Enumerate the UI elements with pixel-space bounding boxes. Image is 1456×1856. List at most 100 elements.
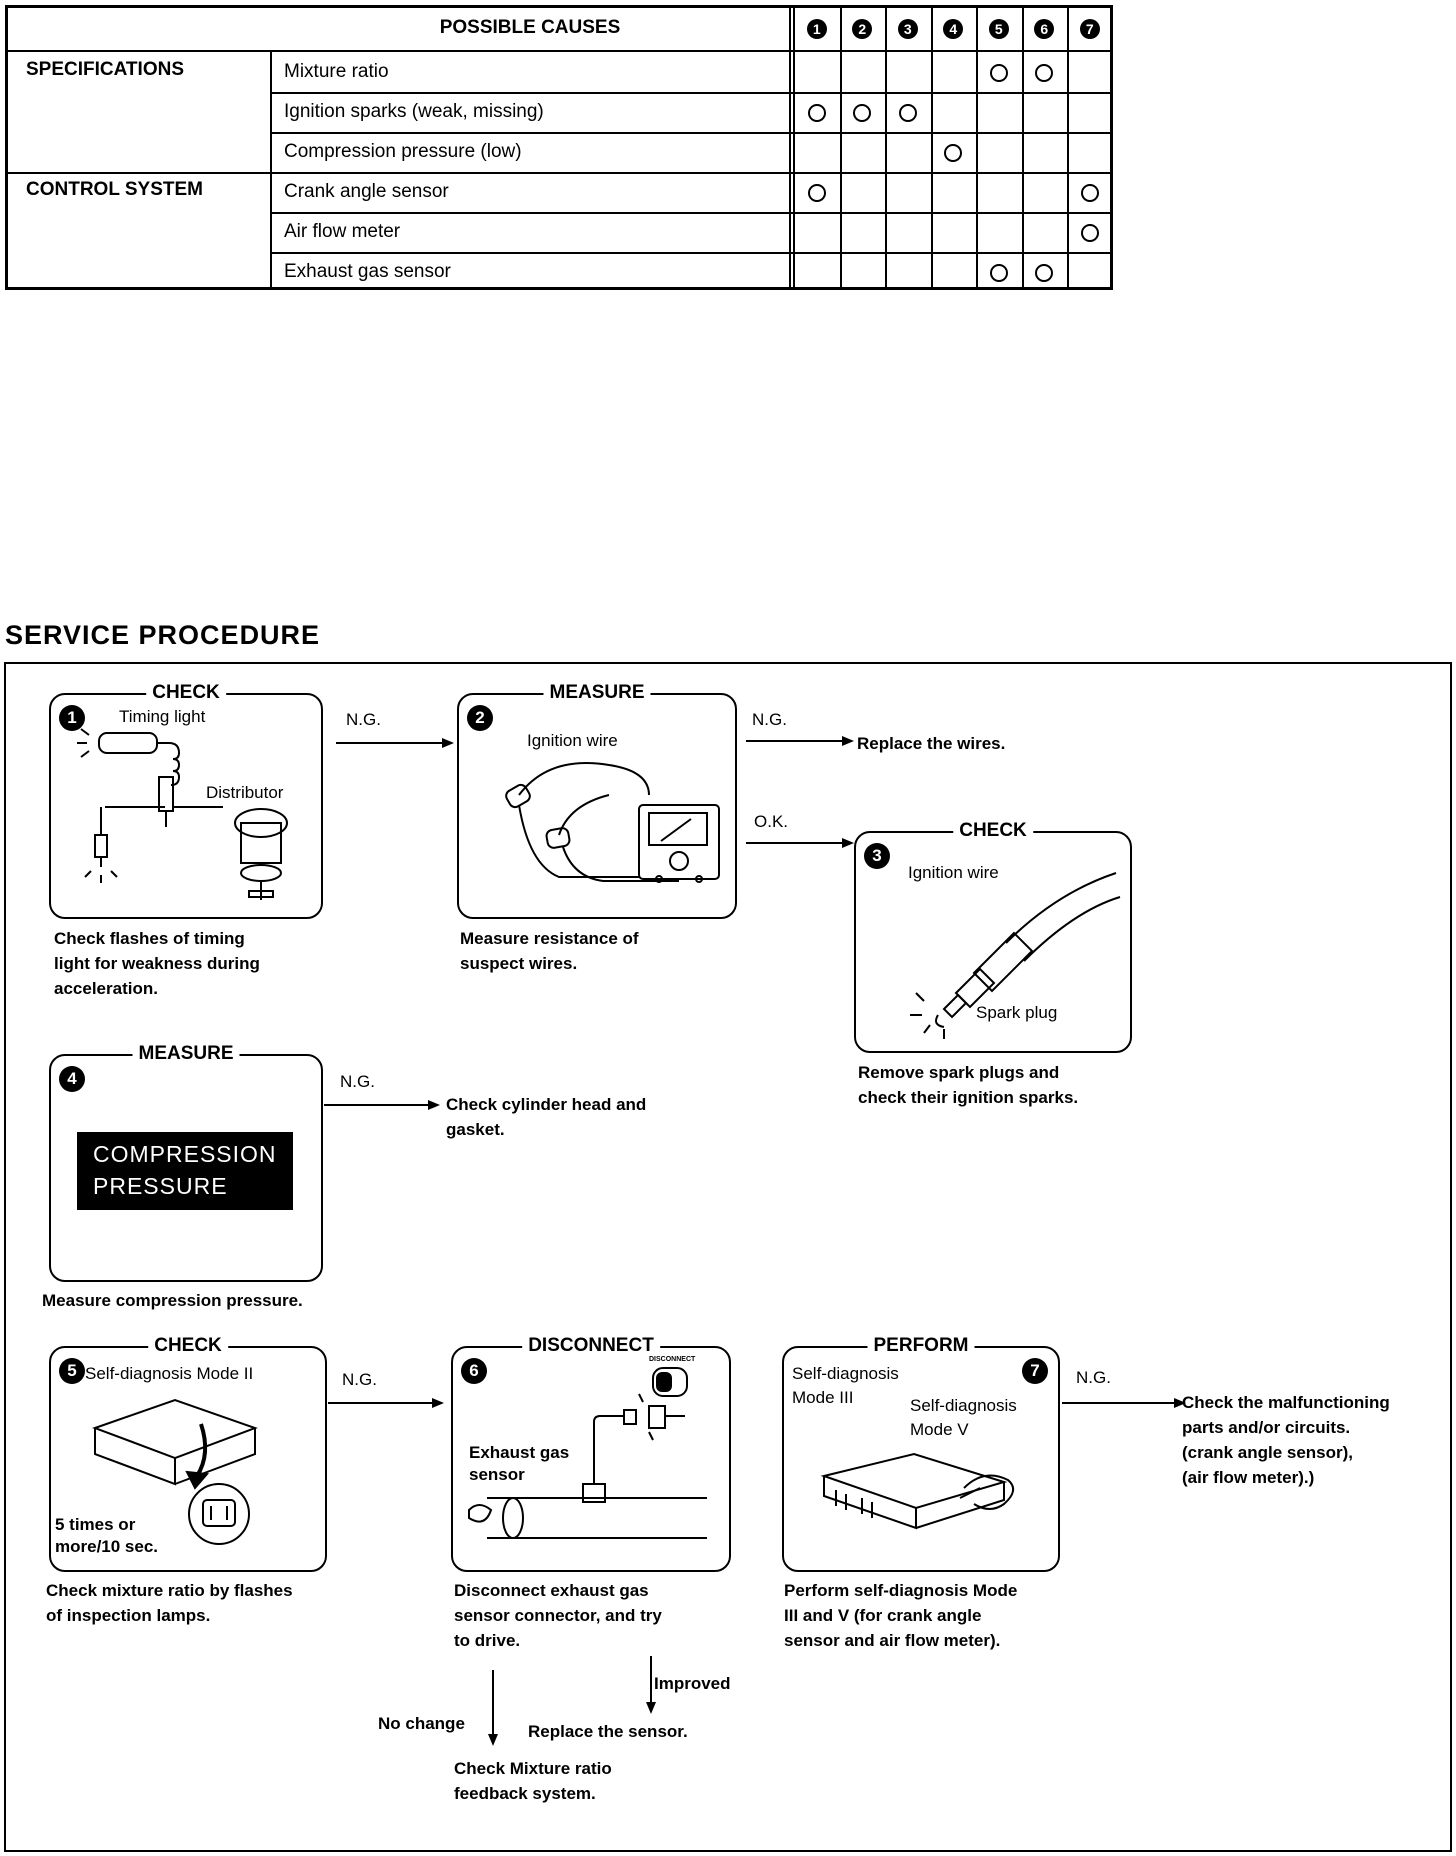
table-rule xyxy=(793,8,795,287)
cause-mark-circle xyxy=(1080,184,1099,202)
ohmmeter-wire-illustration xyxy=(505,762,720,883)
table-rule xyxy=(270,132,1110,134)
check-malfunction-text: Check the malfunctioning parts and/or ci… xyxy=(1182,1393,1390,1487)
cause-mark-circle xyxy=(807,104,826,122)
table-group-name: SPECIFICATIONS xyxy=(26,59,184,80)
ng-label: N.G. xyxy=(1076,1368,1111,1387)
step-title: CHECK xyxy=(953,820,1033,842)
step-number-badge: 4 xyxy=(59,1066,85,1092)
step-title: CHECK xyxy=(146,682,226,704)
ignition-wire-label: Ignition wire xyxy=(908,863,999,882)
column-number-badge: 3 xyxy=(897,19,918,39)
step-number-badge: 2 xyxy=(467,705,493,731)
check-feedback-text: Check Mixture ratio feedback system. xyxy=(454,1759,612,1803)
table-row-label: Air flow meter xyxy=(284,221,401,242)
ignition-wire-label: Ignition wire xyxy=(527,731,618,750)
column-number-badge: 4 xyxy=(943,19,964,39)
spark-plug-illustration xyxy=(910,872,1121,1039)
self-diagnosis-mode-ii-label: Self-diagnosis Mode II xyxy=(85,1364,254,1383)
flash-rate-label: 5 times or more/10 sec. xyxy=(55,1515,159,1556)
column-number-badge: 1 xyxy=(806,19,827,39)
table-column-rule xyxy=(976,8,978,287)
self-diagnosis-mode-v-label: Self-diagnosis Mode V xyxy=(910,1396,1017,1439)
arrow-right xyxy=(1062,1398,1186,1408)
exhaust-sensor-disconnect-illustration xyxy=(468,1367,707,1539)
exhaust-gas-sensor-label: Exhaust gas sensor xyxy=(469,1443,570,1484)
ng-label: N.G. xyxy=(340,1072,375,1091)
arrow-right xyxy=(746,838,854,848)
table-rule xyxy=(270,252,1110,254)
cause-mark-circle xyxy=(989,64,1008,82)
table-row-label: Ignition sparks (weak, missing) xyxy=(284,101,544,122)
disconnect-tag-label: DISCONNECT xyxy=(649,1356,696,1363)
step-number-badge: 1 xyxy=(59,705,85,731)
replace-sensor-text: Replace the sensor. xyxy=(528,1722,688,1741)
replace-wires-text: Replace the wires. xyxy=(857,734,1006,753)
spark-plug-label: Spark plug xyxy=(976,1003,1058,1022)
table-column-rule xyxy=(885,8,887,287)
compression-pressure-box: COMPRESSION PRESSURE xyxy=(77,1132,293,1210)
arrow-down xyxy=(646,1656,656,1714)
column-number-badge: 7 xyxy=(1079,19,1100,39)
step-number-badge: 7 xyxy=(1022,1358,1048,1384)
table-row-label: Compression pressure (low) xyxy=(284,141,522,162)
cause-mark-circle xyxy=(1035,64,1054,82)
step-number-badge: 5 xyxy=(59,1358,85,1384)
table-column-rule xyxy=(839,8,842,287)
improved-label: Improved xyxy=(654,1674,731,1693)
table-rule xyxy=(270,212,1110,214)
arrow-right xyxy=(746,736,854,746)
service-procedure-frame: CHECK 1 Timing light Distributor xyxy=(4,662,1452,1852)
ng-label: N.G. xyxy=(752,710,787,729)
arrow-down xyxy=(488,1670,498,1746)
cause-mark-circle xyxy=(944,144,963,162)
table-rule xyxy=(270,92,1110,94)
ng-label: N.G. xyxy=(346,710,381,729)
cause-mark-circle xyxy=(989,264,1008,282)
step-6-disconnect: DISCONNECT 6 Exhaust gas sensor DISCONNE… xyxy=(451,1335,731,1572)
ok-label: O.K. xyxy=(754,812,789,831)
table-row-label: Exhaust gas sensor xyxy=(284,261,451,282)
distributor-label: Distributor xyxy=(206,783,284,802)
table-header-possible-causes: POSSIBLE CAUSES xyxy=(439,17,621,38)
table-rule xyxy=(270,50,1110,52)
table-column-rule xyxy=(1021,8,1024,287)
cause-mark-circle xyxy=(853,104,872,122)
step-4-measure: MEASURE 4 COMPRESSION PRESSURE xyxy=(49,1043,323,1282)
cause-mark-circle xyxy=(807,184,826,202)
arrow-right xyxy=(328,1398,444,1408)
section-title: SERVICE PROCEDURE xyxy=(5,620,321,650)
step-2-caption: Measure resistance of suspect wires. xyxy=(460,929,639,973)
ng-label: N.G. xyxy=(342,1370,377,1389)
step-3-caption: Remove spark plugs and check their ignit… xyxy=(858,1063,1079,1107)
column-number-badge: 5 xyxy=(988,19,1009,39)
table-row-label: Mixture ratio xyxy=(284,61,389,82)
step-4-caption: Measure compression pressure. xyxy=(42,1291,303,1310)
cause-mark-circle xyxy=(1035,264,1054,282)
table-rule xyxy=(8,50,270,52)
timing-light-label: Timing light xyxy=(119,707,206,726)
table-rule xyxy=(8,172,1110,174)
ecu-mode-selector-illustration xyxy=(820,1452,1015,1530)
cause-mark-circle xyxy=(1080,224,1099,242)
step-5-caption: Check mixture ratio by flashes of inspec… xyxy=(46,1581,293,1625)
step-title: MEASURE xyxy=(132,1043,240,1065)
table-group-name: CONTROL SYSTEM xyxy=(26,179,203,200)
arrow-right xyxy=(336,738,454,748)
step-title: MEASURE xyxy=(543,682,651,704)
step-number-badge: 3 xyxy=(864,843,890,869)
column-number-badge: 6 xyxy=(1034,19,1055,39)
step-1-caption: Check flashes of timing light for weakne… xyxy=(54,929,260,998)
step-1-check: CHECK 1 Timing light Distributor xyxy=(49,682,323,919)
step-title: PERFORM xyxy=(867,1335,975,1357)
step-title: CHECK xyxy=(148,1335,228,1357)
timing-light-distributor-illustration xyxy=(77,728,288,900)
arrow-right xyxy=(324,1100,440,1110)
no-change-label: No change xyxy=(378,1714,465,1733)
table-column-rule xyxy=(930,8,933,287)
step-7-perform: PERFORM 7 Self-diagnosis Mode III Self-d… xyxy=(782,1335,1060,1572)
self-diagnosis-mode-iii-label: Self-diagnosis Mode III xyxy=(792,1364,899,1407)
table-rule xyxy=(270,50,272,287)
step-2-measure: MEASURE 2 Ignition wire xyxy=(457,682,737,919)
